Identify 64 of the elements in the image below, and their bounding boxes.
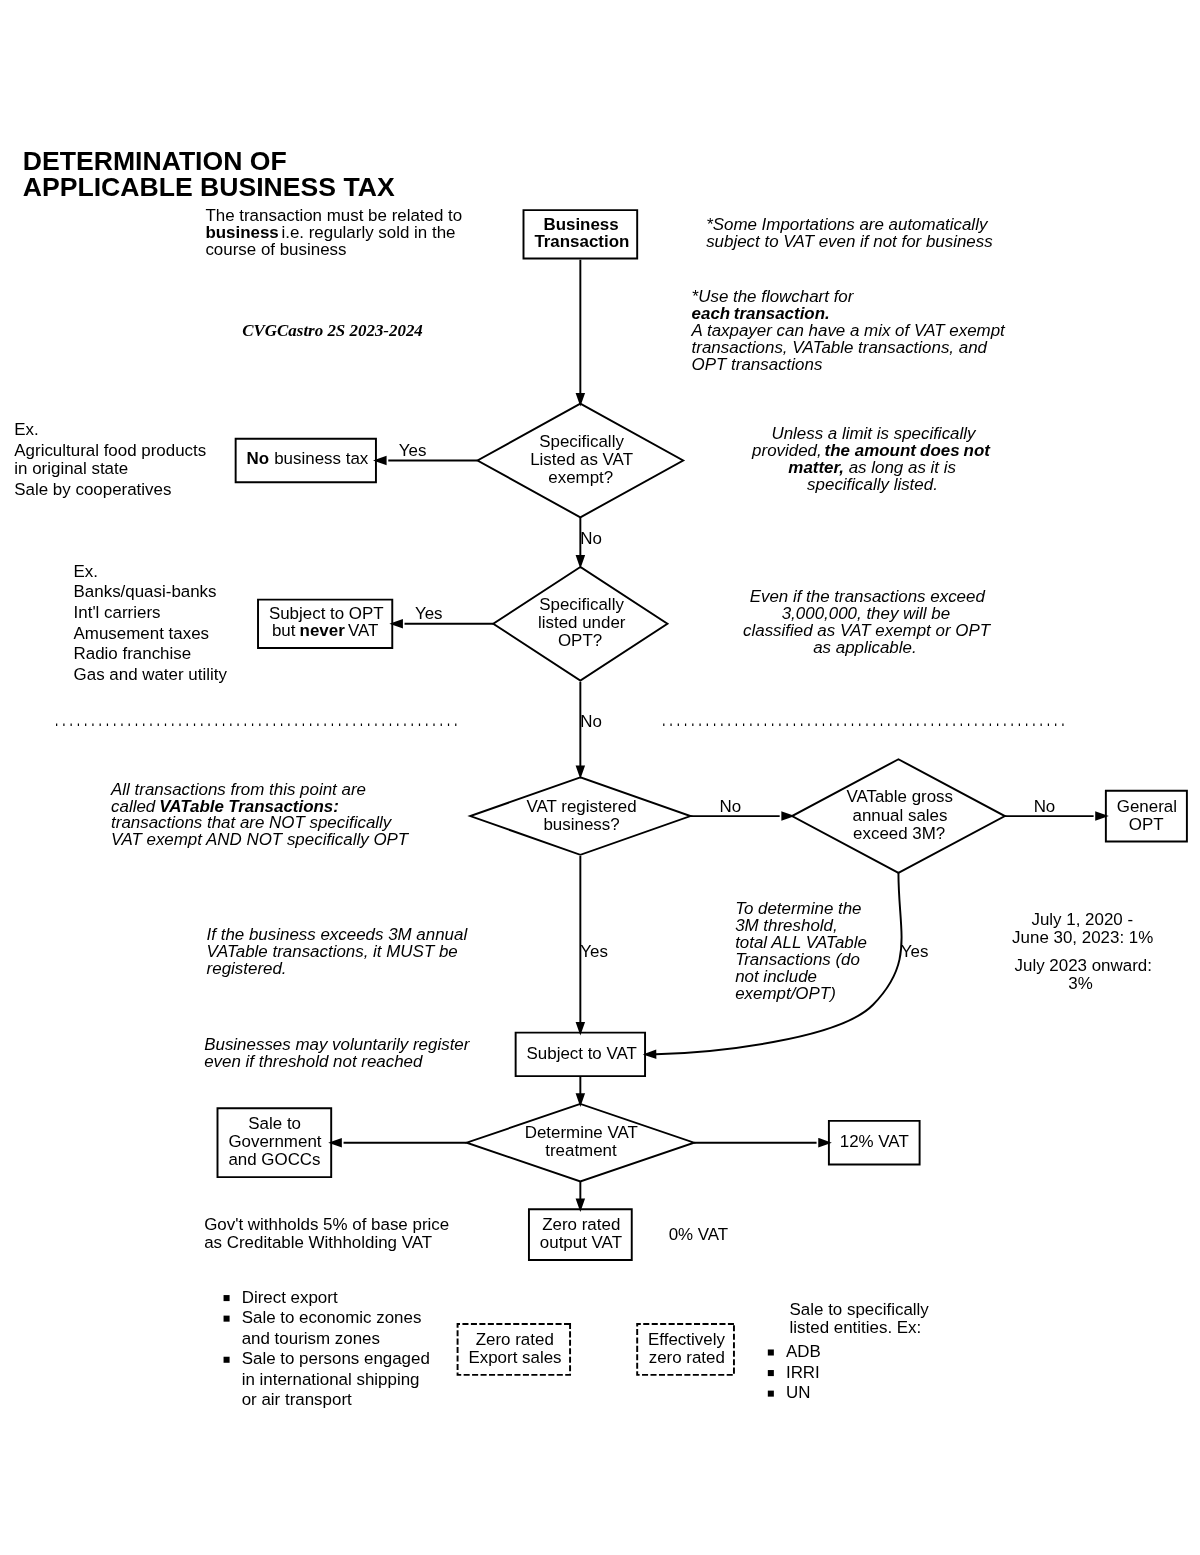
arrow	[575, 680, 586, 779]
edge-label: No	[580, 711, 602, 731]
arrow	[693, 1137, 832, 1147]
label: *Use the flowchart for each transaction. A taxpayer can have a mix of VAT exempt transactions, VATable transactions, and OPT transactions	[691, 286, 1005, 374]
label: Businesses may voluntarily register even if threshold not reached	[204, 1034, 470, 1071]
node-box: Business Transaction	[522, 208, 639, 259]
node-label: Sale to economic zones and tourism zones	[241, 1307, 422, 1348]
node-label: Sale to specifically listed entities. Ex:	[789, 1299, 929, 1337]
node-label: ADB	[785, 1341, 821, 1361]
edge-label: Yes	[580, 941, 608, 961]
node-label: IRRI	[785, 1362, 820, 1382]
node-label: Ex.	[14, 419, 39, 439]
node-label: Gas and water utility	[73, 664, 227, 684]
arrow	[575, 854, 586, 1036]
arrow	[328, 1137, 468, 1147]
node-box: Subject to VAT	[514, 1031, 646, 1077]
label: To determine the 3M threshold, total ALL VATable Transactions (do not include exempt/OPT)	[735, 898, 867, 1003]
diagram-title: DETERMINATION OF APPLICABLE BUSINESS TAX	[22, 145, 395, 202]
label: *Some Importations are automatically subject to VAT even if not for business	[706, 214, 993, 251]
node-label: Sale by cooperatives	[14, 479, 172, 499]
node-box: Sale to Government and GOCCs	[216, 1106, 333, 1178]
node-box: Effectively zero rated	[636, 1322, 735, 1376]
node-diamond: Specifically listed under OPT?	[491, 565, 670, 682]
label: Even if the transactions exceed 3,000,000, they will be classified as VAT exempt or OPT as applicable.	[743, 586, 991, 657]
node-box: No business tax	[234, 437, 377, 483]
arrow	[1003, 810, 1109, 821]
edge-label: Yes	[900, 941, 929, 961]
edge-label: No	[1033, 796, 1056, 815]
node-label: Ex.	[73, 561, 99, 581]
node-label: Agricultural food products in original state	[14, 440, 207, 478]
node-label: Banks/quasi-banks	[73, 581, 217, 601]
edge-label: Yes	[414, 603, 443, 623]
node-label: July 1, 2020 - June 30, 2023: 1%	[1012, 909, 1154, 947]
arrow	[642, 871, 903, 1059]
node-label: Radio franchise	[73, 643, 192, 663]
label: CVGCastro 2S 2023-2024	[242, 320, 423, 340]
arrow	[389, 618, 495, 629]
arrow	[575, 258, 586, 407]
node-box: General OPT	[1104, 789, 1188, 842]
label: All transactions from this point are called VATable Transactions: transactions that are NOT specifically VAT exempt AND NOT specifically OPT	[111, 779, 409, 849]
node-label: UN	[785, 1382, 811, 1402]
node-box: Zero rated Export sales	[456, 1322, 572, 1376]
node-box: 12% VAT	[827, 1119, 921, 1165]
node-label: Sale to persons engaged in international shipping or air transport	[241, 1348, 430, 1409]
node-label: Direct export	[241, 1287, 338, 1307]
label: The transaction must be related to business i.e. regularly sold in the course of business	[205, 205, 463, 259]
node-label: Amusement taxes	[73, 623, 210, 643]
arrow	[575, 1179, 586, 1212]
label: Unless a limit is specifically provided, the amount does not matter, as long as it is specifically listed.	[752, 423, 990, 494]
arrow	[689, 810, 795, 821]
edge-label: Yes	[398, 440, 427, 460]
edge-label: No	[580, 528, 602, 548]
node-label: Int'l carriers	[73, 602, 161, 622]
node-label: July 2023 onward: 3%	[1014, 955, 1152, 993]
node-label: Gov't withholds 5% of base price as Creditable Withholding VAT	[204, 1214, 450, 1252]
arrow	[575, 515, 586, 569]
node-box: Zero rated output VAT	[527, 1207, 633, 1261]
node-box: Subject to OPT but never VAT	[257, 598, 394, 649]
label: If the business exceeds 3M annual VATable transactions, it MUST be registered.	[206, 924, 468, 978]
arrow	[575, 1074, 586, 1107]
node-diamond: Specifically Listed as VAT exempt?	[475, 402, 686, 518]
arrow	[373, 455, 479, 465]
edge-label: No	[719, 796, 742, 815]
node-label: 0% VAT	[668, 1224, 729, 1244]
